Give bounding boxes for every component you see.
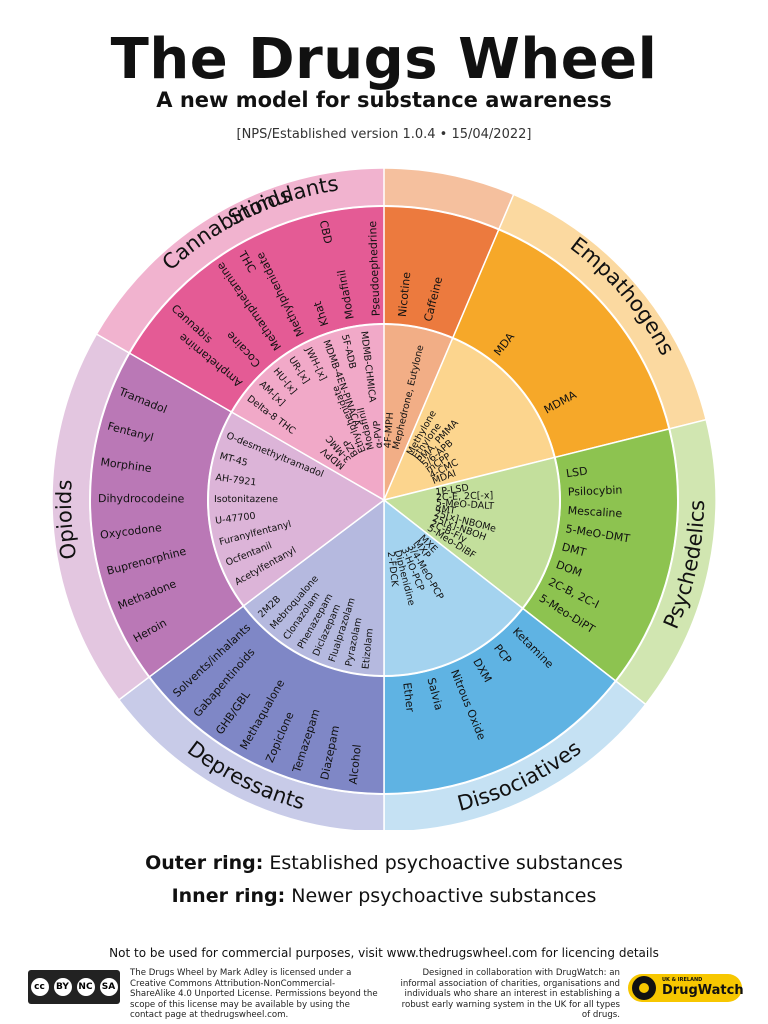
legend-inner-text: Newer psychoactive substances	[291, 885, 597, 907]
inner-ring-border	[207, 323, 561, 677]
version-label: [NPS/Established version 1.0.4 • 15/04/2…	[236, 127, 532, 142]
drugs-wheel: StimulantsEmpathogensPsychedelicsDissoci…	[51, 167, 717, 830]
outer-drug-alcohol: Alcohol	[347, 744, 364, 785]
drugwatch-region: UK & IRELAND	[662, 977, 703, 983]
inner-drug-1p-lsd: 1P-LSD	[435, 483, 470, 499]
inner-drug-2c-e-2c-x: 2C-E, 2C[-x]	[436, 490, 494, 503]
legend-outer: Outer ring: Established psychoactive sub…	[0, 852, 768, 874]
designed-text: Designed in collaboration with DrugWatch…	[400, 968, 620, 1020]
legend-outer-label: Outer ring:	[145, 852, 264, 874]
legend-inner: Inner ring: Newer psychoactive substance…	[0, 885, 768, 907]
outer-drug-dihydrocodeine: Dihydrocodeine	[98, 492, 185, 505]
page-title: The Drugs Wheel	[110, 27, 658, 92]
page-subtitle: A new model for substance awareness	[156, 88, 612, 112]
sa-icon: SA	[99, 978, 118, 996]
outer-drug-lsd: LSD	[565, 464, 588, 480]
legend-inner-label: Inner ring:	[171, 885, 286, 907]
outer-drug-mescaline: Mescaline	[567, 504, 623, 520]
drugwatch-name: DrugWatch	[662, 983, 744, 998]
cc-icon: cc	[30, 978, 49, 996]
inner-drug-etizolam: Etizolam	[360, 628, 375, 670]
outer-drug-psilocybin: Psilocybin	[568, 483, 623, 498]
outer-drug-nicotine: Nicotine	[396, 271, 414, 317]
inner-drug-4f-mph: 4F-MPH	[382, 412, 396, 449]
outer-drug-dmt: DMT	[560, 540, 587, 559]
inner-drug-u-47700: U-47700	[215, 511, 257, 527]
band-border	[89, 205, 679, 795]
by-icon: BY	[53, 978, 72, 996]
outer-drug-ether: Ether	[400, 682, 417, 713]
license-text: The Drugs Wheel by Mark Adley is license…	[130, 968, 378, 1020]
drugwatch-logo[interactable]: UK & IRELAND DrugWatch	[628, 974, 744, 1002]
nc-icon: NC	[76, 978, 95, 996]
legend-outer-text: Established psychoactive substances	[269, 852, 623, 874]
outer-drug-cbd: CBD	[317, 219, 335, 245]
eye-icon	[632, 976, 656, 1000]
inner-drug-isotonitazene: Isotonitazene	[214, 494, 278, 505]
creative-commons-badge[interactable]: cc BY NC SA	[28, 970, 120, 1004]
outer-drug-pseudoephedrine: Pseudoephedrine	[366, 220, 383, 316]
inner-drug-ah-7921: AH-7921	[215, 472, 257, 488]
inner-drug-5-meo-dalt: 5-MeO-DALT	[436, 498, 495, 512]
inner-drug-mt: αMT	[434, 503, 456, 517]
inner-drug-2-fdck: 2-FDCK	[385, 551, 400, 588]
inner-drug-pvp: α-PVP	[372, 420, 385, 449]
commercial-notice: Not to be used for commercial purposes, …	[109, 946, 659, 960]
